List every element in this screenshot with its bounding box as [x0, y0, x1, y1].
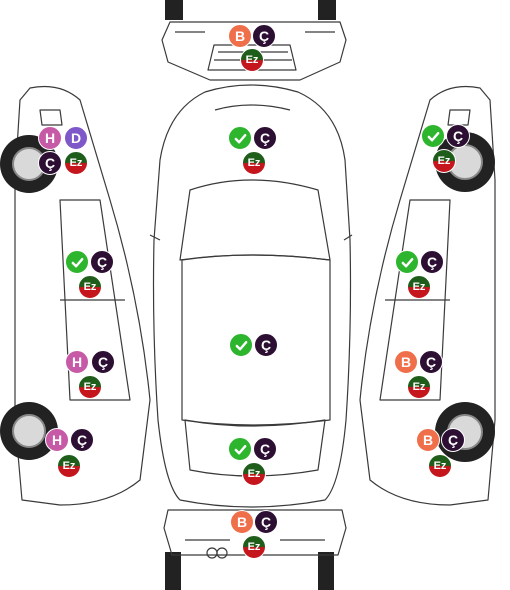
scratch-badge: Ç: [70, 428, 94, 452]
right-side-outline: [359, 85, 496, 506]
right-rear-wheel-icon: [435, 402, 495, 462]
ok-check-icon: [65, 250, 89, 274]
damage-d-badge: D: [64, 126, 88, 150]
ok-check-icon: [228, 437, 252, 461]
dent-badge: Ez: [242, 535, 266, 559]
dent-badge: Ez: [57, 454, 81, 478]
dent-badge: Ez: [78, 375, 102, 399]
ok-check-icon: [395, 250, 419, 274]
scratch-badge: Ç: [420, 250, 444, 274]
scratch-badge: Ç: [91, 350, 115, 374]
dent-badge: Ez: [242, 151, 266, 175]
scratch-badge: Ç: [253, 126, 277, 150]
repaint-badge: B: [228, 24, 252, 48]
dent-badge: Ez: [78, 275, 102, 299]
dent-badge: Ez: [240, 48, 264, 72]
repaint-badge: B: [394, 350, 418, 374]
scratch-badge: Ç: [419, 350, 443, 374]
dent-badge: Ez: [407, 275, 431, 299]
ok-check-icon: [228, 126, 252, 150]
scratch-badge: Ç: [441, 428, 465, 452]
damage-h-badge: H: [65, 350, 89, 374]
scratch-badge: Ç: [253, 437, 277, 461]
ok-check-icon: [229, 333, 253, 357]
scratch-badge: Ç: [254, 510, 278, 534]
damage-h-badge: H: [45, 428, 69, 452]
repaint-badge: B: [416, 428, 440, 452]
rear-view-outline: [163, 509, 347, 590]
scratch-badge: Ç: [38, 151, 62, 175]
scratch-badge: Ç: [252, 24, 276, 48]
repaint-badge: B: [230, 510, 254, 534]
top-view-outline: [149, 84, 353, 508]
dent-badge: Ez: [428, 454, 452, 478]
left-side-outline: [14, 85, 151, 506]
dent-badge: Ez: [432, 149, 456, 173]
scratch-badge: Ç: [90, 250, 114, 274]
scratch-badge: Ç: [254, 333, 278, 357]
damage-h-badge: H: [38, 126, 62, 150]
dent-badge: Ez: [407, 375, 431, 399]
dent-badge: Ez: [64, 151, 88, 175]
dent-badge: Ez: [242, 462, 266, 486]
scratch-badge: Ç: [446, 124, 470, 148]
ok-check-icon: [421, 124, 445, 148]
